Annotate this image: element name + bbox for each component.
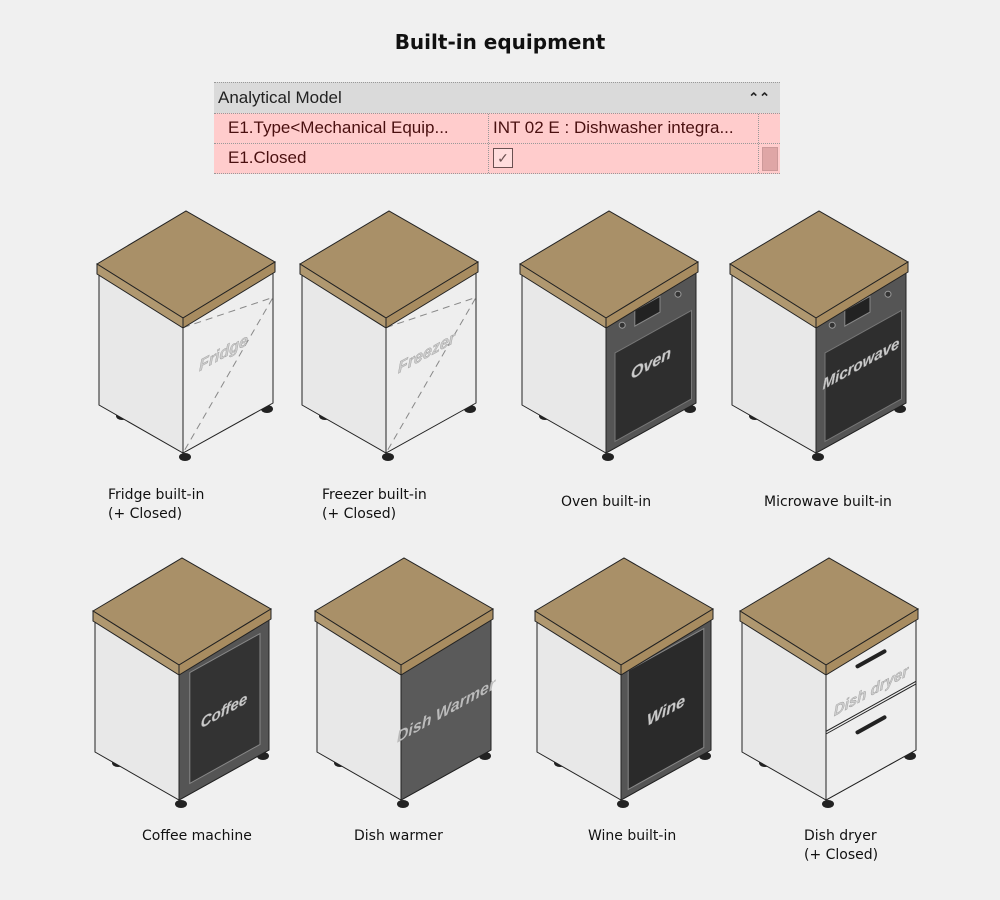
handle-icon — [855, 715, 887, 735]
caption-coffee: Coffee machine — [142, 827, 252, 846]
property-name: E1.Type<Mechanical Equip... — [214, 114, 489, 143]
caption-line: (+ Closed) — [322, 506, 397, 522]
cabinet-freezer: Freezer — [299, 210, 479, 461]
worktop-edge — [385, 261, 479, 329]
foot — [382, 453, 394, 461]
glass-door — [824, 309, 902, 443]
worktop-edge — [178, 608, 272, 676]
scrollbar[interactable] — [762, 147, 778, 171]
foot — [179, 453, 191, 461]
cabinet-fridge: Fridge — [96, 210, 276, 461]
foot — [812, 453, 824, 461]
caption-microwave: Microwave built-in — [764, 493, 892, 512]
caption-line: (+ Closed) — [108, 506, 183, 522]
caption-line: Freezer built-in — [322, 487, 427, 503]
worktop-edge — [825, 608, 919, 676]
worktop-edge — [182, 261, 276, 329]
worktop-edge — [620, 608, 714, 676]
caption-line: Fridge built-in — [108, 487, 205, 503]
foot — [397, 800, 409, 808]
caption-oven: Oven built-in — [561, 493, 651, 512]
caption-wine: Wine built-in — [588, 827, 676, 846]
knob-icon — [618, 321, 626, 329]
worktop-edge — [605, 261, 699, 329]
foot — [617, 800, 629, 808]
caption-dishwarmer: Dish warmer — [354, 827, 443, 846]
caption-line: Microwave built-in — [764, 494, 892, 510]
knob-icon — [828, 321, 836, 329]
glass-door — [614, 309, 692, 443]
page-title: Built-in equipment — [394, 30, 606, 54]
property-name: E1.Closed — [214, 144, 489, 173]
caption-line: (+ Closed) — [804, 847, 879, 863]
foot — [822, 800, 834, 808]
caption-fridge: Fridge built-in (+ Closed) — [108, 486, 204, 524]
property-value[interactable]: INT 02 E : Dishwasher integra... — [489, 114, 759, 143]
double-chevron-up-icon[interactable]: ⌃⌃ — [748, 90, 770, 105]
worktop-edge — [815, 261, 909, 329]
knob-icon — [884, 290, 892, 298]
foot — [602, 453, 614, 461]
cabinet-dishwarmer: Dish Warmer — [314, 557, 496, 808]
cabinet-dishdryer: Dish dryer — [739, 557, 919, 808]
glass-door — [627, 627, 705, 791]
display — [844, 295, 871, 327]
property-row-type[interactable]: E1.Type<Mechanical Equip... INT 02 E : D… — [214, 113, 780, 143]
caption-line: Coffee machine — [142, 828, 252, 844]
display — [634, 295, 661, 327]
property-row-closed[interactable]: E1.Closed ✓ — [214, 143, 780, 174]
knob-icon — [674, 290, 682, 298]
drawer-bottom — [825, 683, 917, 801]
handle-icon — [855, 649, 887, 669]
cabinet-oven: Oven — [519, 210, 699, 461]
worktop-edge — [400, 608, 494, 676]
caption-dishdryer: Dish dryer (+ Closed) — [804, 827, 878, 865]
cabinet-coffee: Coffee — [92, 557, 272, 808]
caption-line: Dish dryer — [804, 828, 877, 844]
cabinet-microwave: Microwave — [729, 210, 909, 461]
closed-checkbox[interactable]: ✓ — [493, 148, 513, 168]
section-header[interactable]: Analytical Model ⌃⌃ — [214, 82, 780, 113]
cabinet-wine: Wine — [534, 557, 714, 808]
machine-opening — [189, 632, 261, 785]
caption-line: Dish warmer — [354, 828, 443, 844]
caption-line: Oven built-in — [561, 494, 652, 510]
foot — [175, 800, 187, 808]
caption-freezer: Freezer built-in (+ Closed) — [322, 486, 427, 524]
properties-panel: Analytical Model ⌃⌃ E1.Type<Mechanical E… — [214, 82, 780, 174]
caption-line: Wine built-in — [588, 828, 677, 844]
section-title: Analytical Model — [218, 88, 342, 107]
